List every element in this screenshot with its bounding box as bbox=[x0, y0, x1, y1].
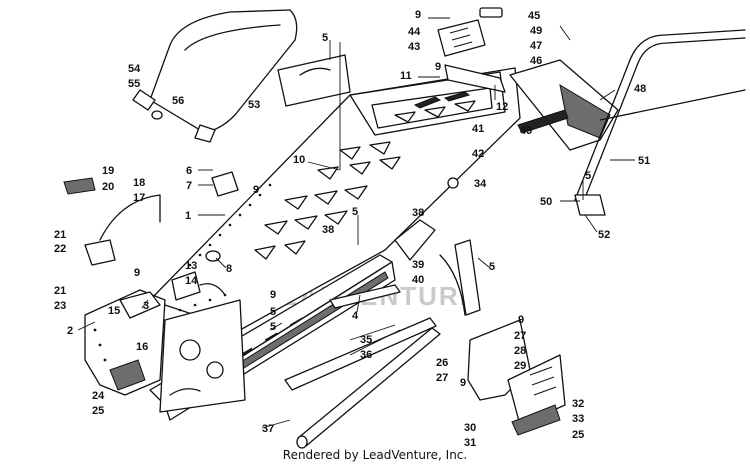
callout-34: 34 bbox=[474, 178, 487, 190]
rear-flap-part bbox=[509, 59, 619, 151]
bracket-part bbox=[119, 291, 161, 319]
bumper-pad-part bbox=[109, 359, 146, 391]
seat-part bbox=[132, 9, 298, 143]
callout-40: 40 bbox=[412, 274, 424, 286]
callout-20: 20 bbox=[102, 181, 114, 193]
callout-29: 29 bbox=[514, 360, 526, 372]
callout-47: 47 bbox=[530, 40, 542, 52]
callout-19: 19 bbox=[102, 165, 114, 177]
callout-13: 13 bbox=[185, 260, 197, 272]
callout-37: 37 bbox=[262, 423, 274, 435]
callout-44: 44 bbox=[408, 26, 421, 38]
callout-9b: 9 bbox=[435, 61, 441, 73]
callout-9f: 9 bbox=[518, 314, 524, 326]
callout-42: 42 bbox=[472, 148, 484, 160]
callout-41: 41 bbox=[472, 123, 484, 135]
callout-24: 24 bbox=[92, 390, 105, 402]
callout-49a: 49 bbox=[530, 25, 542, 37]
callout-9e: 9 bbox=[270, 289, 276, 301]
callout-2: 2 bbox=[67, 325, 73, 337]
cap-part bbox=[63, 177, 96, 195]
callout-25a: 25 bbox=[92, 405, 104, 417]
callout-11: 11 bbox=[400, 70, 412, 82]
callout-labels: 1 2 3 4 5 5 5 5 5 5 6 7 8 9 9 9 9 9 9 9 … bbox=[54, 9, 650, 449]
upper-rail-part bbox=[444, 64, 506, 93]
callout-21a: 21 bbox=[54, 229, 66, 241]
callout-22: 22 bbox=[54, 243, 66, 255]
callout-32: 32 bbox=[572, 398, 584, 410]
callout-12: 12 bbox=[496, 101, 508, 113]
rear-bumper-part bbox=[574, 29, 746, 216]
callout-39: 39 bbox=[412, 259, 424, 271]
callout-36: 36 bbox=[360, 349, 372, 361]
callout-33: 33 bbox=[572, 413, 584, 425]
callout-16: 16 bbox=[136, 341, 148, 353]
callout-17: 17 bbox=[133, 192, 145, 204]
callout-35: 35 bbox=[360, 334, 372, 346]
callout-45: 45 bbox=[528, 10, 540, 22]
callout-5d: 5 bbox=[270, 321, 276, 333]
leader-lines bbox=[77, 17, 635, 429]
callout-53: 53 bbox=[248, 99, 260, 111]
control-box-part bbox=[171, 271, 226, 301]
long-tube-part bbox=[296, 327, 441, 449]
callout-54: 54 bbox=[128, 63, 141, 75]
steering-bar-part bbox=[99, 194, 161, 241]
callout-5c: 5 bbox=[270, 306, 276, 318]
callout-6: 6 bbox=[186, 165, 192, 177]
clamp-part bbox=[84, 239, 116, 266]
callout-56: 56 bbox=[172, 95, 184, 107]
callout-9a: 9 bbox=[415, 9, 421, 21]
bulkhead-part bbox=[84, 289, 246, 413]
callout-48: 48 bbox=[634, 83, 646, 95]
seat-base-part bbox=[277, 54, 351, 107]
callout-55: 55 bbox=[128, 78, 140, 90]
callout-31: 31 bbox=[464, 437, 476, 449]
render-credit: Rendered by LeadVenture, Inc. bbox=[282, 448, 468, 462]
callout-38b: 38 bbox=[322, 224, 334, 236]
callout-51: 51 bbox=[638, 155, 650, 167]
callout-7: 7 bbox=[186, 180, 192, 192]
callout-9c: 9 bbox=[253, 184, 259, 196]
rail-part bbox=[329, 284, 401, 309]
rear-box-part bbox=[467, 319, 566, 436]
callout-27a: 27 bbox=[514, 330, 526, 342]
callout-50: 50 bbox=[540, 196, 552, 208]
callout-14: 14 bbox=[185, 275, 198, 287]
mount-part bbox=[211, 171, 239, 197]
callout-27b: 27 bbox=[436, 372, 448, 384]
callout-9g: 9 bbox=[460, 377, 466, 389]
callout-9d: 9 bbox=[134, 267, 140, 279]
callout-21b: 21 bbox=[54, 285, 66, 297]
callout-3: 3 bbox=[143, 300, 149, 312]
callout-49b: 49 bbox=[520, 125, 532, 137]
callout-4: 4 bbox=[352, 310, 359, 322]
callout-5b: 5 bbox=[352, 206, 358, 218]
callout-5e: 5 bbox=[489, 261, 495, 273]
callout-43: 43 bbox=[408, 41, 420, 53]
callout-52: 52 bbox=[598, 229, 610, 241]
callout-18: 18 bbox=[133, 177, 145, 189]
nut-part bbox=[447, 177, 459, 189]
callout-25b: 25 bbox=[572, 429, 584, 441]
callout-38a: 38 bbox=[412, 207, 424, 219]
callout-1: 1 bbox=[185, 210, 191, 222]
top-clamp-part bbox=[437, 7, 503, 57]
callout-23: 23 bbox=[54, 300, 66, 312]
callout-15: 15 bbox=[108, 305, 120, 317]
rear-bracket-part bbox=[394, 219, 481, 316]
callout-28: 28 bbox=[514, 345, 526, 357]
callout-8: 8 bbox=[226, 263, 232, 275]
callout-26: 26 bbox=[436, 357, 448, 369]
callout-10: 10 bbox=[293, 154, 305, 166]
callout-46: 46 bbox=[530, 55, 542, 67]
callout-5a: 5 bbox=[322, 32, 328, 44]
callout-5f: 5 bbox=[585, 170, 591, 182]
callout-30: 30 bbox=[464, 422, 476, 434]
